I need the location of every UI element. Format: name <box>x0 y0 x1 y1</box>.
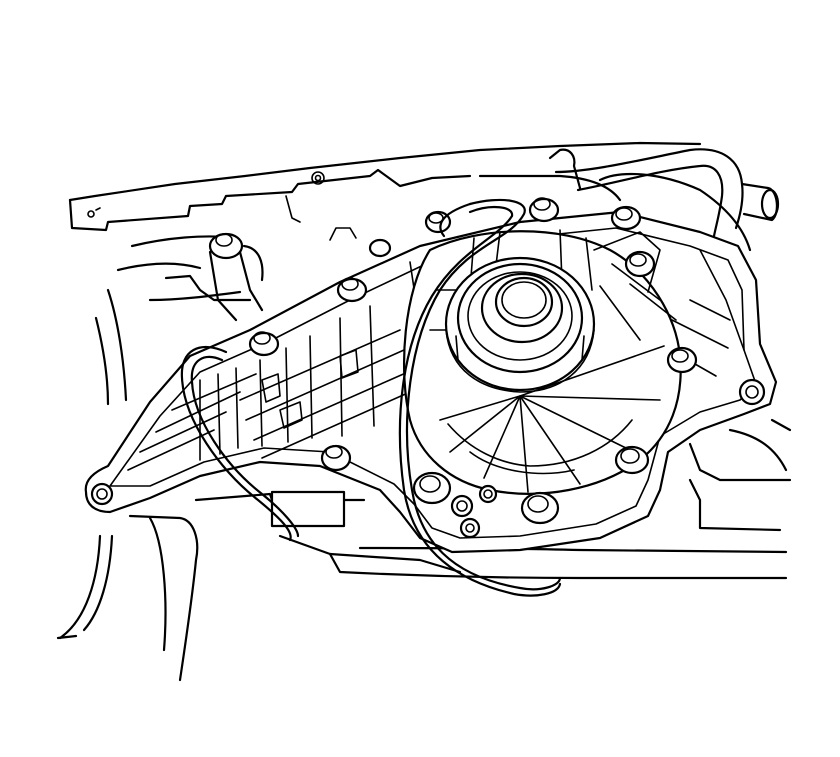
pump-hub-seal <box>444 256 596 393</box>
bolt-head <box>528 197 560 223</box>
bolt-head <box>336 277 368 303</box>
bolt-head <box>208 232 244 260</box>
bolt-head <box>624 250 656 278</box>
bolt-head <box>666 346 698 374</box>
bolt-holes <box>90 378 766 539</box>
bolt-head <box>520 491 560 525</box>
bolt-head <box>368 238 392 258</box>
bolt-head <box>248 331 280 357</box>
bolt-head <box>614 445 650 475</box>
upper-case-flange <box>68 141 702 241</box>
case-housing-right <box>478 172 792 532</box>
gasket-seal-ring <box>180 198 562 597</box>
bolt-head <box>610 205 642 231</box>
cooler-tube <box>548 148 780 238</box>
bolt-head <box>320 444 352 472</box>
bolt-heads <box>208 197 698 525</box>
terminal-connector <box>270 490 346 528</box>
case-housing-left <box>56 235 252 682</box>
bolt-head <box>412 471 452 505</box>
mounting-bracket <box>208 244 264 322</box>
